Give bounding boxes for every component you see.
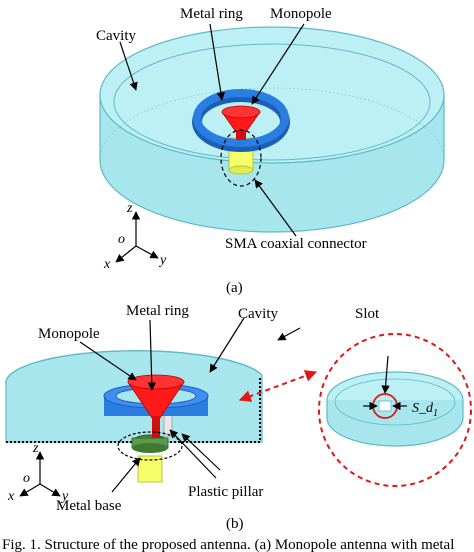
panel-a: Cavity Metal ring Monopole SMA coaxial c… <box>96 6 445 296</box>
axis-z-a: z <box>126 201 133 216</box>
label-plastic-pillar-b: Plastic pillar <box>188 484 263 500</box>
figure-caption: Fig. 1. Structure of the proposed antenn… <box>2 537 454 552</box>
dimension-subscript: 1 <box>433 408 438 419</box>
label-dimension-b: S_d1 <box>412 401 438 419</box>
axis-x-b: x <box>7 489 15 504</box>
sublabel-b: (b) <box>226 516 244 532</box>
metal-ring-a <box>192 89 290 152</box>
axis-y-b: y <box>60 489 69 504</box>
zoom-connector-arrow <box>238 370 318 402</box>
base-highlight-ellipse <box>117 431 183 461</box>
panel-b: Metal ring Cavity Slot Monopole Metal ba… <box>5 303 472 532</box>
label-cavity-b: Cavity <box>238 306 278 322</box>
sma-highlight-ellipse <box>220 129 262 187</box>
axis-o-a: o <box>118 232 125 247</box>
metal-base-b <box>131 434 169 483</box>
axes-b: z o x y <box>7 441 69 504</box>
label-slot-b: Slot <box>355 306 380 322</box>
label-cavity-a: Cavity <box>96 28 136 44</box>
label-metal-base-b: Metal base <box>56 498 122 514</box>
monopole-b <box>127 374 185 438</box>
dimension-main: S_d <box>412 401 434 416</box>
axis-x-a: x <box>103 257 111 272</box>
label-monopole-b: Monopole <box>38 326 100 342</box>
cavity-a <box>99 26 445 233</box>
axis-z-b: z <box>32 441 39 456</box>
axis-o-b: o <box>23 471 30 486</box>
monopole-a <box>221 105 261 140</box>
zoom-inset <box>318 333 472 487</box>
axes-a: z o x y <box>103 201 167 272</box>
sublabel-a: (a) <box>226 280 243 296</box>
label-metal-ring-b: Metal ring <box>126 303 189 319</box>
label-sma-a: SMA coaxial connector <box>225 236 367 252</box>
axis-y-a: y <box>158 253 167 268</box>
label-metal-ring-a: Metal ring <box>180 6 243 22</box>
label-monopole-a: Monopole <box>270 6 332 22</box>
